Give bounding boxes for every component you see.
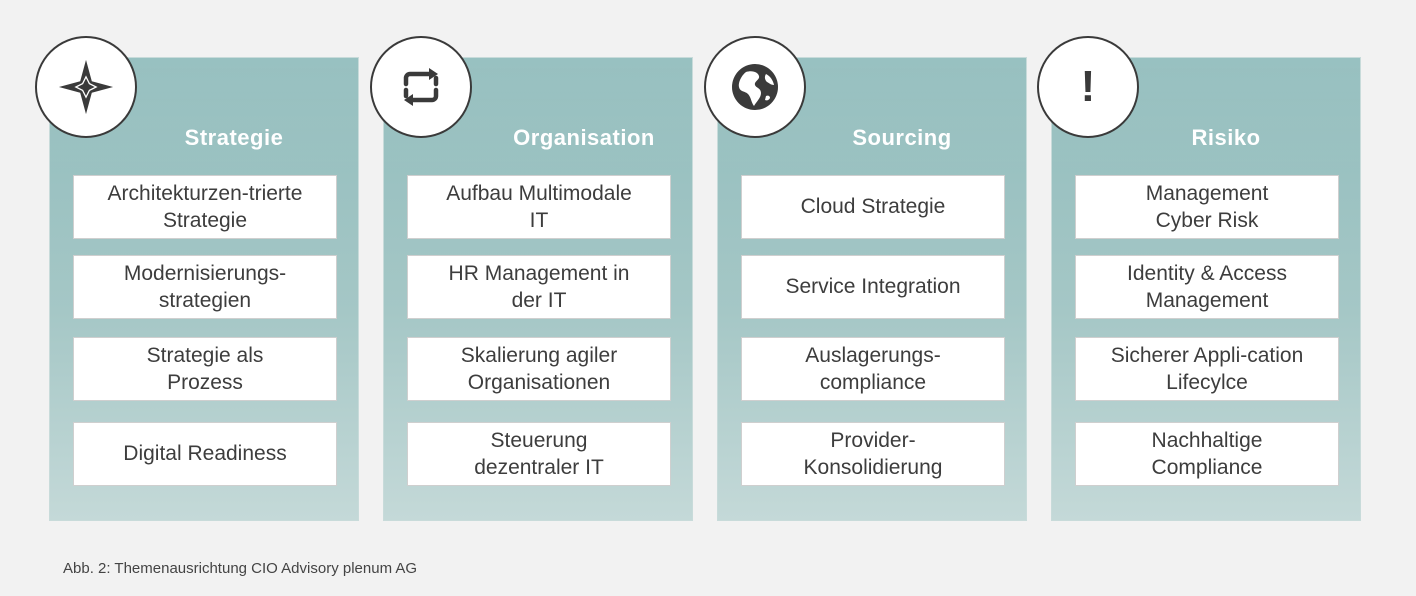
item-box: Auslagerungs- compliance: [741, 337, 1005, 401]
column-sourcing: Sourcing Cloud Strategie Service Integra…: [717, 57, 1027, 521]
item-box: Skalierung agiler Organisationen: [407, 337, 671, 401]
item-box: Identity & Access Management: [1075, 255, 1339, 319]
column-strategie: Strategie Architekturzen-trierte Strateg…: [49, 57, 359, 521]
column-title: Organisation: [513, 125, 655, 150]
column-title: Strategie: [184, 125, 284, 150]
item-box: Aufbau Multimodale IT: [407, 175, 671, 239]
exclamation-glyph: !: [1080, 62, 1096, 111]
item-box: Steuerung dezentraler IT: [407, 422, 671, 486]
item-box: Nachhaltige Compliance: [1075, 422, 1339, 486]
item-box: Strategie als Prozess: [73, 337, 337, 401]
item-box: Cloud Strategie: [741, 175, 1005, 239]
figure-caption: Abb. 2: Themenausrichtung CIO Advisory p…: [63, 560, 418, 577]
item-box: Provider- Konsolidierung: [741, 422, 1005, 486]
exclamation-icon: !: [1037, 36, 1139, 138]
item-box: Service Integration: [741, 255, 1005, 319]
cycle-arrows-icon: [370, 36, 472, 138]
item-box: Architekturzen-trierte Strategie: [73, 175, 337, 239]
item-box: Modernisierungs- strategien: [73, 255, 337, 319]
column-title: Sourcing: [852, 125, 952, 150]
item-box: Sicherer Appli-cation Lifecylce: [1075, 337, 1339, 401]
globe-icon: [704, 36, 806, 138]
item-box: HR Management in der IT: [407, 255, 671, 319]
column-title: Risiko: [1191, 125, 1261, 150]
compass-star-icon: [35, 36, 137, 138]
item-box: Digital Readiness: [73, 422, 337, 486]
item-box: Management Cyber Risk: [1075, 175, 1339, 239]
